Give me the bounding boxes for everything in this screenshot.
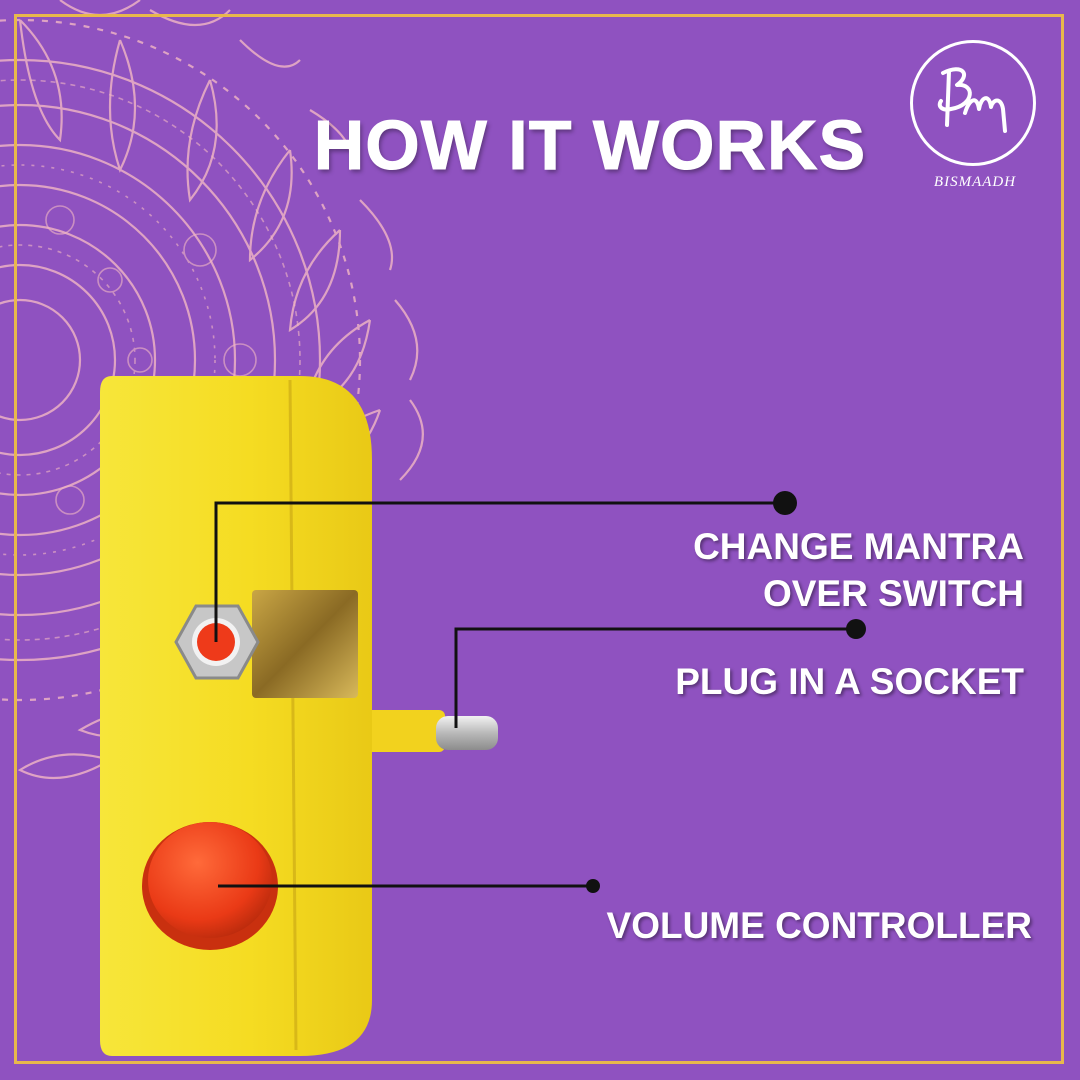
callout-line-switch [214, 501, 785, 642]
device-label-plate [252, 590, 358, 698]
volume-knob [148, 822, 272, 938]
page-title: HOW IT WORKS [313, 106, 867, 185]
callout-dot-plug [846, 619, 866, 639]
device-seam [288, 379, 298, 1051]
callout-label-switch-line1: CHANGE MANTRA [693, 526, 1024, 567]
plug-pin-base [365, 710, 445, 752]
monogram-icon [937, 67, 1007, 133]
callout-label-switch-line2: OVER SWITCH [762, 573, 1024, 614]
logo-circle [910, 40, 1036, 166]
brand-name: BISMAADH [933, 174, 1017, 190]
brand-logo: BISMAADH [908, 40, 1042, 200]
callout-line-plug [454, 627, 856, 728]
callout-dot-switch [773, 491, 797, 515]
callout-label-plug: PLUG IN A SOCKET [675, 661, 1024, 702]
callout-label-volume: VOLUME CONTROLLER [606, 905, 1032, 946]
callout-dot-volume [586, 879, 600, 893]
device-body [100, 376, 372, 1056]
plug-pin [436, 716, 498, 750]
